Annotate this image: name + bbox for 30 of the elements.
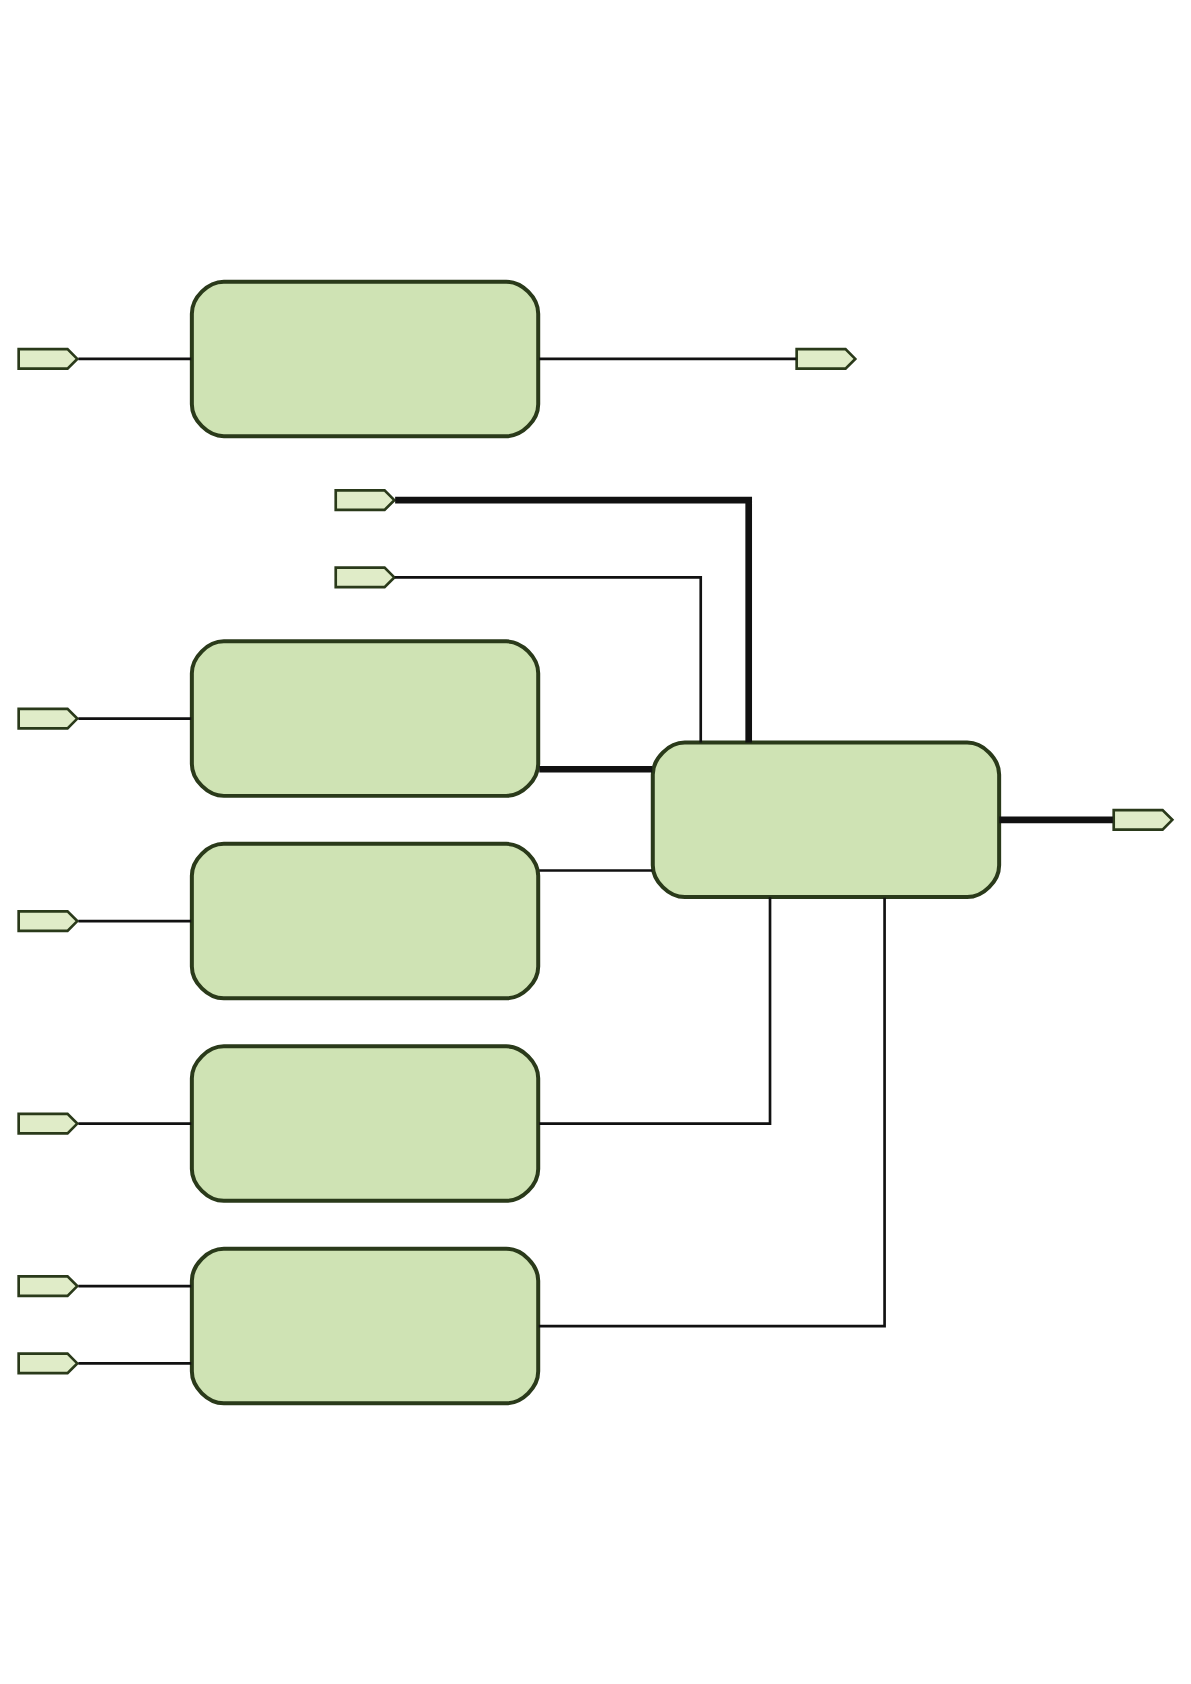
- connector: [78, 716, 192, 720]
- node-box: [650, 740, 1002, 899]
- node-box: [189, 1043, 541, 1203]
- connector: [78, 1361, 192, 1365]
- connector: [999, 816, 1113, 823]
- connector: [394, 575, 703, 742]
- node-box: [189, 841, 541, 1000]
- node-box: [189, 1246, 541, 1405]
- connector: [539, 896, 772, 1125]
- node-box: [189, 279, 541, 438]
- connector: [78, 1284, 192, 1287]
- connector: [539, 765, 653, 773]
- node-tag: [17, 1274, 80, 1297]
- node-tag: [795, 347, 858, 370]
- node-tag: [334, 488, 397, 511]
- connector: [539, 357, 797, 360]
- node-tag: [17, 1351, 80, 1374]
- node-box: [189, 638, 541, 798]
- node-tag: [17, 909, 80, 932]
- node-tag: [17, 1112, 80, 1135]
- connector: [78, 1121, 192, 1125]
- node-tag: [17, 707, 80, 730]
- node-tag: [17, 347, 80, 370]
- node-tag: [334, 565, 397, 588]
- connector: [539, 868, 653, 872]
- connector: [538, 897, 886, 1327]
- connector: [78, 919, 192, 922]
- connector: [78, 357, 192, 360]
- node-tag: [1112, 808, 1175, 831]
- connector: [395, 496, 753, 742]
